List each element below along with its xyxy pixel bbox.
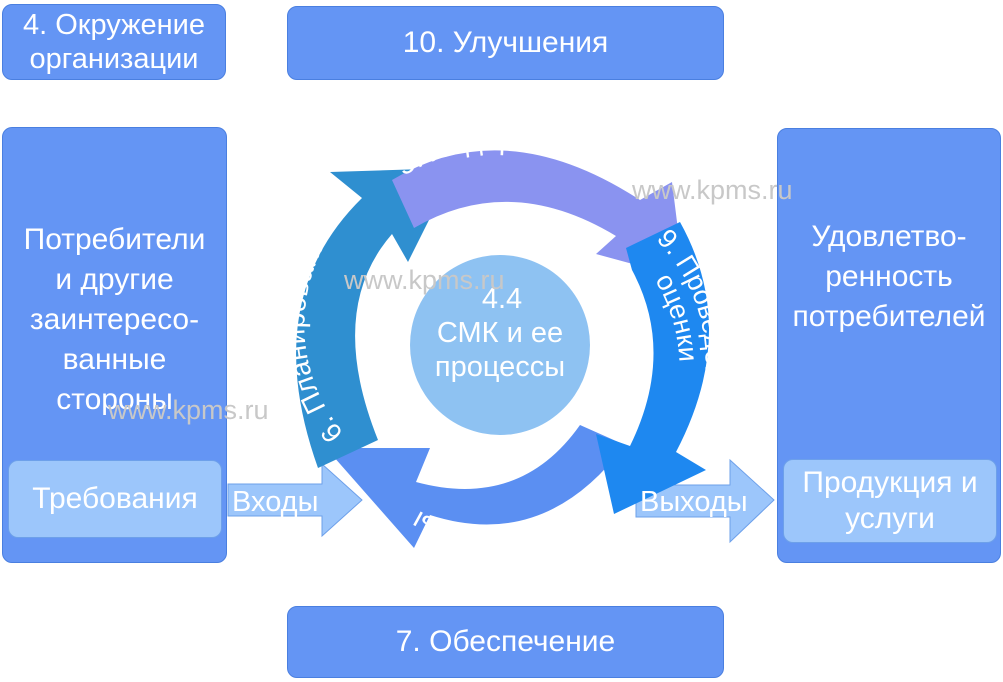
- support-label: 7. Обеспечение: [395, 625, 616, 658]
- satisfaction-panel: Удовлетво- ренность потребителей Продукц…: [777, 128, 1001, 563]
- center-line-2: СМК и ее: [437, 317, 563, 349]
- operation-arrow: [326, 425, 625, 548]
- products-line: Продукция и: [802, 466, 978, 499]
- satisfaction-line: ренность: [825, 260, 953, 293]
- satisfaction-label: Удовлетво- ренность потребителей: [778, 217, 1000, 337]
- products-box: Продукция и услуги: [783, 459, 997, 543]
- customers-label: Потребители и другие заинтересо- ванные …: [3, 220, 226, 420]
- outputs-arrow: [635, 458, 775, 544]
- outputs-label: Выходы: [640, 486, 748, 518]
- watermark: www.kpms.ru: [632, 175, 793, 205]
- inputs-arrow: [227, 462, 363, 538]
- customers-panel: Потребители и другие заинтересо- ванные …: [2, 127, 227, 563]
- inputs-label: Входы: [232, 486, 318, 518]
- satisfaction-line: потребителей: [792, 300, 986, 333]
- customers-line: ванные: [62, 343, 167, 376]
- improvement-label: 10. Улучшения: [402, 26, 609, 59]
- requirements-label: Требования: [32, 482, 198, 515]
- products-label: Продукция и услуги: [802, 465, 977, 537]
- center-line-3: процессы: [435, 351, 565, 383]
- planning-arrow: [296, 168, 455, 468]
- improvement-box: 10. Улучшения: [287, 6, 724, 80]
- products-line: услуги: [845, 502, 935, 535]
- watermark: www.kpms.ru: [108, 395, 269, 425]
- customers-line: и другие: [55, 263, 174, 296]
- customers-line: заинтересо-: [29, 303, 200, 336]
- watermark: www.kpms.ru: [344, 265, 505, 295]
- leadership-arrow: [392, 150, 684, 278]
- requirements-box: Требования: [8, 460, 222, 538]
- center-circle: [410, 255, 590, 435]
- satisfaction-line: Удовлетво-: [811, 220, 967, 253]
- support-box: 7. Обеспечение: [287, 606, 724, 678]
- customers-line: Потребители: [23, 223, 206, 256]
- customers-line: стороны: [56, 383, 173, 416]
- center-line-1: 4.4: [482, 283, 522, 315]
- evaluation-arrow: [596, 222, 710, 514]
